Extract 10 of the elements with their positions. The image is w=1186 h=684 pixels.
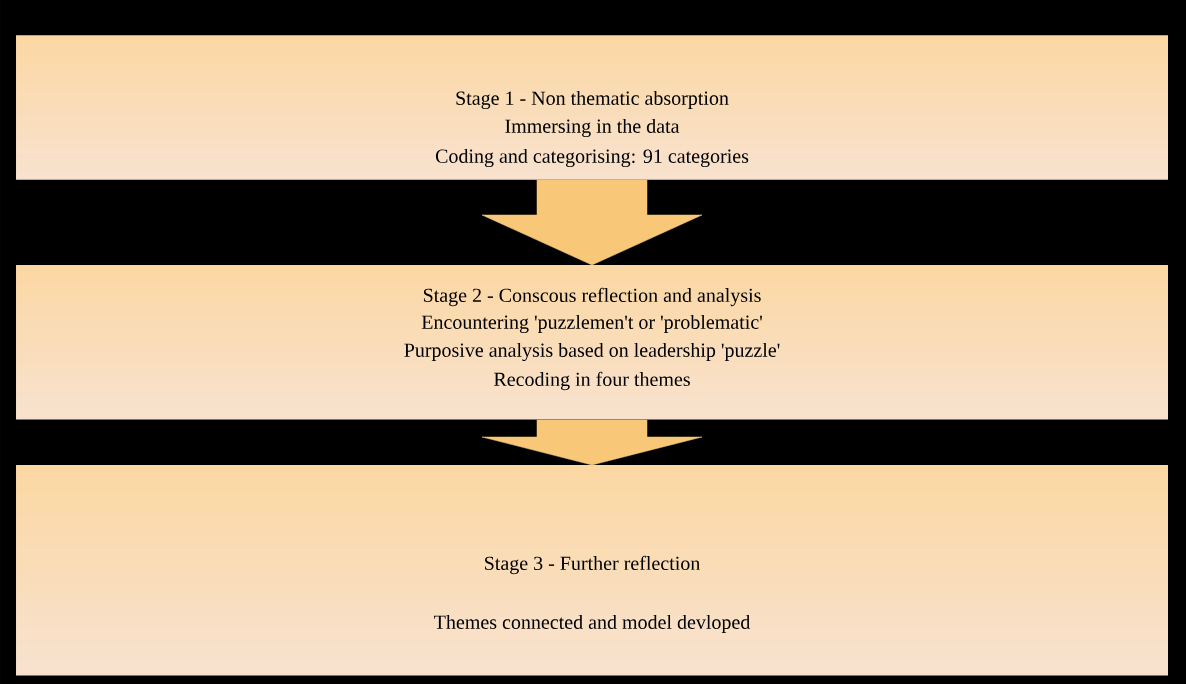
stage-heading: Stage 2 - Conscous reflection and analysis bbox=[423, 287, 761, 307]
stage-heading: Stage 1 - Non thematic absorption bbox=[456, 90, 729, 110]
stage-text: Purposive analysis based on leadership 'puzzle' bbox=[404, 342, 780, 362]
block-arrow bbox=[481, 179, 703, 266]
stage-text: Coding and categorising: 91 categories bbox=[435, 148, 749, 168]
stage-text: Themes connected and model devloped bbox=[434, 614, 751, 634]
stage-text: Immersing in the data bbox=[505, 118, 680, 138]
stage-text: Encountering 'puzzlemen't or 'problematic' bbox=[421, 314, 762, 334]
stage-heading: Stage 3 - Further reflection bbox=[485, 555, 700, 575]
stage-text: Recoding in four themes bbox=[494, 371, 690, 391]
